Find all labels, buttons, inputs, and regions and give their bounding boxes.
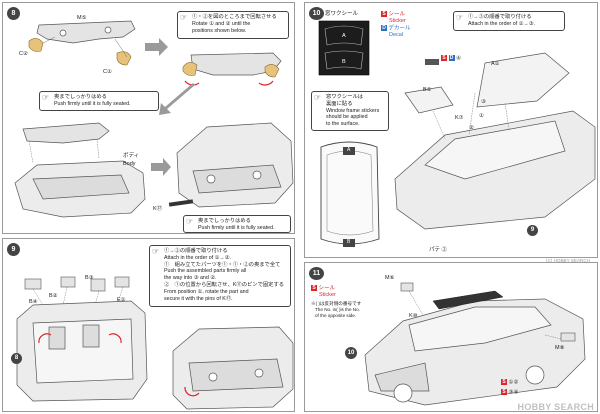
step-9-panel: 9 B② B④ E① B③ 8 ☞ ①→②の順番 bbox=[2, 238, 295, 412]
label-b2: B② bbox=[49, 293, 58, 299]
attach-order-note: ☞ ①→②の順番で取り付ける Attach in the order of ①→… bbox=[149, 245, 291, 307]
hand-icon: ☞ bbox=[186, 217, 194, 226]
label-body-jp: ボディ bbox=[123, 153, 140, 159]
watermark: HOBBY SEARCH bbox=[517, 402, 594, 412]
push-note-2: ☞ 奥までしっかりはめる Push firmly until it is ful… bbox=[183, 215, 291, 233]
frame-label-a: A bbox=[347, 147, 351, 153]
step-10-illustration bbox=[318, 20, 596, 247]
sticker-refs: S ①② bbox=[501, 379, 519, 386]
frame-label-b: B bbox=[347, 239, 351, 245]
ref-2: ② bbox=[469, 125, 474, 131]
step-11-panel: 11 S シール Sticker ※( )は反対側の番号です The No. i… bbox=[304, 262, 598, 412]
label-k7: K⑦ bbox=[455, 115, 464, 121]
legend-decal-en: Decal bbox=[389, 32, 404, 38]
rotate-note: ☞ ①・②を図のところまで回転させる Rotate ① and ② until … bbox=[177, 11, 289, 39]
hand-icon: ☞ bbox=[152, 247, 160, 256]
step-9-reference: 9 bbox=[527, 225, 538, 236]
step-number: 8 bbox=[7, 7, 20, 20]
label-a1: A① bbox=[491, 61, 500, 67]
opposite-note-en1: The No. in( )is the No. bbox=[315, 307, 360, 312]
attach-order-note: ☞ ①→③の順番で取り付ける Attach in the order of ①→… bbox=[453, 11, 565, 31]
push-note-1: ☞ 奥までしっかりはめる Push firmly until it is ful… bbox=[39, 91, 159, 111]
legend-sticker-en: Sticker bbox=[319, 292, 336, 298]
hand-icon: ☞ bbox=[180, 13, 188, 22]
sticker-refs-2: S ③④ bbox=[501, 389, 519, 396]
step-number: 9 bbox=[7, 243, 20, 256]
legend-decal: D デカール bbox=[381, 25, 411, 32]
copyright: (C) HOBBY SEARCH bbox=[545, 258, 590, 263]
label-b3: B③ bbox=[85, 275, 94, 281]
window-label-b: B bbox=[342, 59, 346, 65]
ref-3: ③ bbox=[481, 99, 486, 105]
legend-sticker: S シール bbox=[381, 11, 406, 18]
opposite-note-jp: ※( )は反対側の番号です bbox=[311, 301, 362, 306]
bumper-frame-part bbox=[36, 20, 136, 44]
window-label-a: A bbox=[342, 33, 346, 39]
hand-icon: ☞ bbox=[314, 93, 322, 102]
step-8-reference: 8 bbox=[11, 353, 22, 364]
step-11-illustration bbox=[364, 282, 586, 406]
label-k10: K⑩ bbox=[409, 313, 418, 319]
hand-icon: ☞ bbox=[456, 13, 464, 22]
label-b4: B④ bbox=[29, 299, 38, 305]
label-m5: M⑤ bbox=[77, 15, 87, 21]
label-body-en: Body bbox=[123, 161, 136, 167]
label-m8: M⑧ bbox=[555, 345, 565, 351]
step-number: 11 bbox=[309, 267, 324, 280]
opposite-note-en2: of the opposite side. bbox=[315, 313, 357, 318]
step-8-panel: 8 bbox=[2, 2, 295, 234]
hand-icon: ☞ bbox=[42, 93, 50, 102]
step-9-illustration bbox=[16, 276, 294, 410]
window-sticker-title: 窓ワクシール bbox=[325, 11, 359, 17]
window-frame-note: ☞ 窓ワクシールは 裏面に貼る Window frame stickers sh… bbox=[311, 91, 389, 131]
label-c1: C① bbox=[103, 69, 112, 75]
sticker-tag: S bbox=[381, 11, 387, 17]
decal-tag: D bbox=[381, 25, 387, 31]
legend-sticker: S シール bbox=[311, 285, 336, 292]
side-tags: S D ④ bbox=[441, 55, 461, 62]
label-b5: B⑤ bbox=[423, 87, 432, 93]
ref-1: ① bbox=[479, 113, 484, 119]
label-k17: K⑰ bbox=[153, 206, 163, 212]
step-number: 10 bbox=[309, 7, 324, 20]
sticker-tag: S bbox=[311, 285, 317, 291]
step-8-illustration bbox=[14, 20, 294, 218]
label-e1: E① bbox=[117, 297, 126, 303]
step-10-reference: 10 bbox=[345, 347, 357, 359]
legend-sticker-en: Sticker bbox=[389, 18, 406, 24]
step-10-panel: 10 窓ワクシール A B A B S シール Sticker D デカール bbox=[304, 2, 598, 258]
label-c2: C② bbox=[19, 51, 28, 57]
label-parts: パテ ② bbox=[429, 247, 448, 253]
label-m6: M⑥ bbox=[385, 275, 395, 281]
